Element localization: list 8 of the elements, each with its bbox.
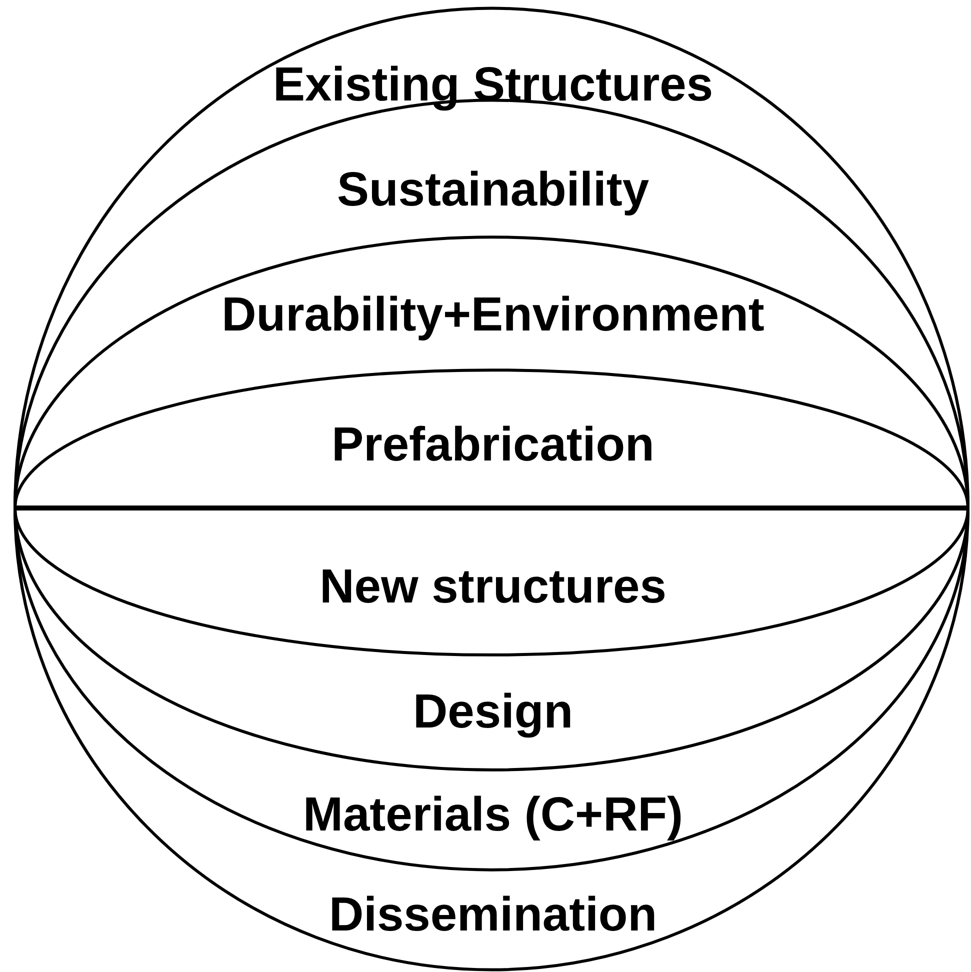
band-label: Materials (C+RF) bbox=[302, 788, 684, 842]
band-label: Durability+Environment bbox=[222, 288, 764, 342]
band-label: Existing Structures bbox=[272, 58, 714, 112]
band-label: Sustainability bbox=[336, 162, 650, 218]
band-label: Dissemination bbox=[328, 888, 658, 942]
band-label: Prefabrication bbox=[332, 418, 654, 472]
band-label: Design bbox=[412, 684, 574, 740]
band-label: New structures bbox=[320, 560, 666, 614]
